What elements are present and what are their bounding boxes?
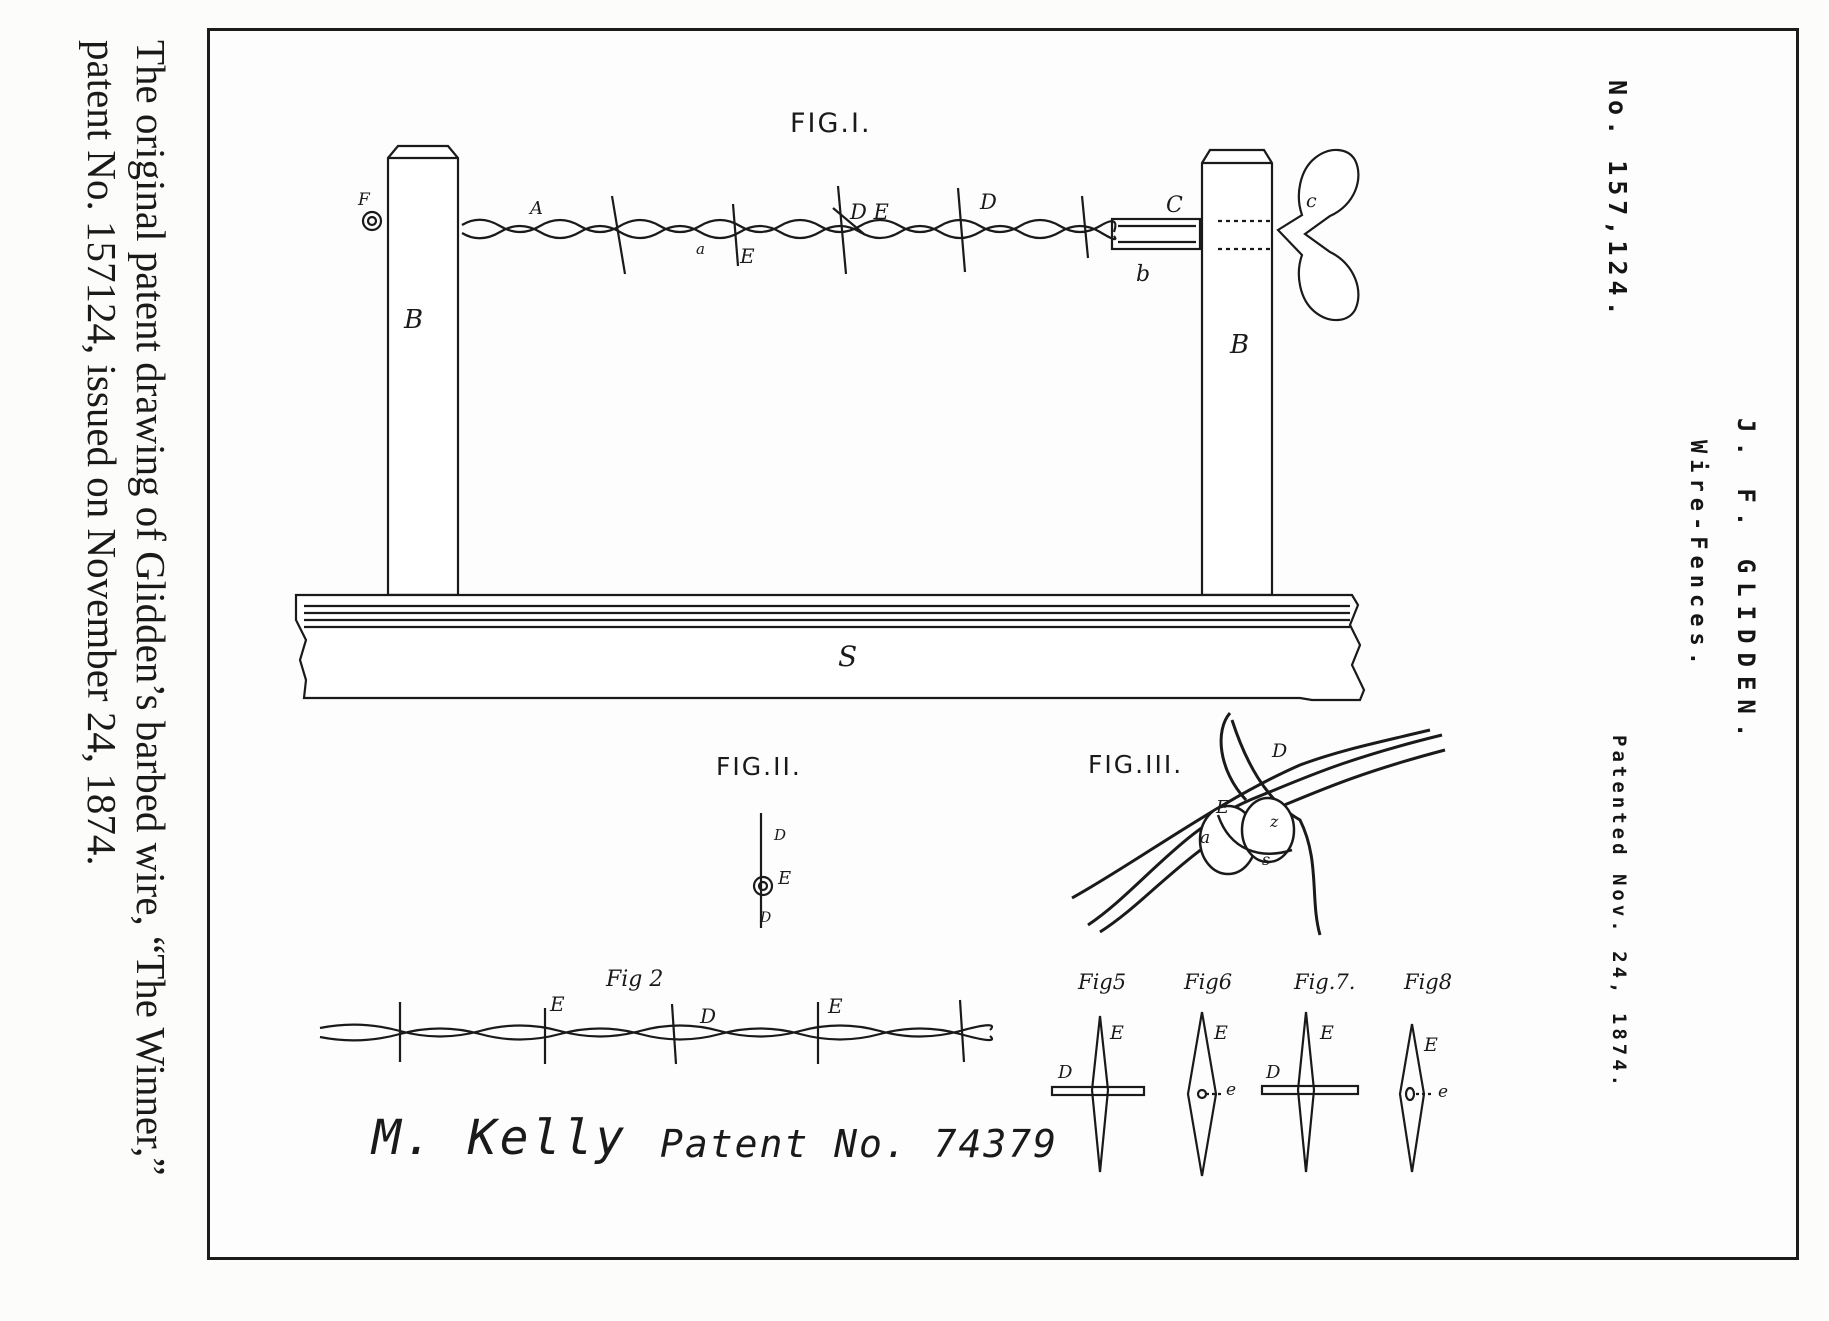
- letter-b-right: B: [1230, 330, 1250, 360]
- kelly-patent-number: Patent No. 74379: [660, 1122, 1059, 1166]
- fig-2-cross-section: [752, 813, 774, 928]
- fig-2-sub-label: Fig 2: [606, 967, 664, 992]
- letter-e-small-fig6: e: [1226, 1080, 1237, 1100]
- spool: [1110, 217, 1202, 251]
- fig-2-wire: [319, 999, 993, 1065]
- letter-e-fig2: E: [778, 868, 792, 889]
- barb: [832, 207, 865, 235]
- letter-e-fig2b-1: E: [550, 992, 565, 1016]
- fig-6-label: Fig6: [1184, 970, 1233, 994]
- letter-d-fig7: D: [1266, 1062, 1281, 1083]
- letter-a-fig3: a: [1200, 828, 1211, 848]
- letter-e-small-fig8: e: [1438, 1082, 1449, 1102]
- letter-s-stand: S: [838, 640, 858, 673]
- left-post: [361, 144, 460, 597]
- fig-6-barb: [1186, 1011, 1222, 1177]
- fig-1-label: FIG.I.: [790, 108, 872, 139]
- barb: [731, 203, 740, 267]
- letter-d-fig3: D: [1272, 740, 1288, 762]
- letter-a-fig1: a: [696, 240, 705, 258]
- letter-f: F: [358, 190, 370, 210]
- letter-d-fig5: D: [1058, 1062, 1073, 1083]
- letter-e-fig6: E: [1214, 1022, 1228, 1044]
- letter-e-fig1: E: [740, 244, 755, 268]
- winding-key: [1276, 148, 1360, 322]
- barb: [836, 185, 848, 275]
- letter-d-fig2-top: D: [774, 826, 787, 844]
- letter-e-fig8: E: [1424, 1034, 1438, 1056]
- fig-8-barb: [1398, 1023, 1434, 1173]
- fig-7-label: Fig.7.: [1294, 970, 1356, 994]
- letter-d-fig2-bottom: D: [760, 910, 772, 926]
- letter-e-fig3: E: [1216, 797, 1230, 818]
- fig-3-label: FIG.III.: [1088, 750, 1184, 779]
- letter-de: D E: [850, 200, 889, 224]
- letter-z-fig3: z: [1270, 812, 1279, 831]
- letter-c-upper: C: [1166, 193, 1183, 218]
- barb: [610, 195, 627, 275]
- stand-base: [294, 593, 1366, 702]
- twisted-wire: [461, 218, 1117, 234]
- right-post: [1200, 148, 1274, 597]
- letter-b-left: B: [404, 305, 424, 335]
- letter-a-upper: A: [530, 198, 543, 219]
- letter-b-small: b: [1136, 262, 1151, 287]
- fig-2-label: FIG.II.: [716, 752, 802, 781]
- letter-e-fig2b-2: E: [828, 994, 843, 1018]
- kelly-signature: M. Kelly: [372, 1110, 628, 1166]
- letter-d: D: [980, 190, 997, 214]
- barb: [1080, 195, 1090, 259]
- fig-7-barb: [1260, 1011, 1360, 1173]
- letter-s-fig3: s: [1262, 850, 1271, 869]
- fig-5-barb: [1050, 1015, 1146, 1173]
- letter-c-key: c: [1306, 190, 1317, 212]
- fig-8-label: Fig8: [1404, 970, 1453, 994]
- letter-e-fig5: E: [1110, 1022, 1124, 1044]
- letter-d-fig2b: D: [700, 1004, 717, 1028]
- barb: [956, 187, 967, 273]
- fig-5-label: Fig5: [1078, 970, 1127, 994]
- letter-e-fig7: E: [1320, 1022, 1334, 1044]
- fig-3-closeup: [1071, 712, 1446, 936]
